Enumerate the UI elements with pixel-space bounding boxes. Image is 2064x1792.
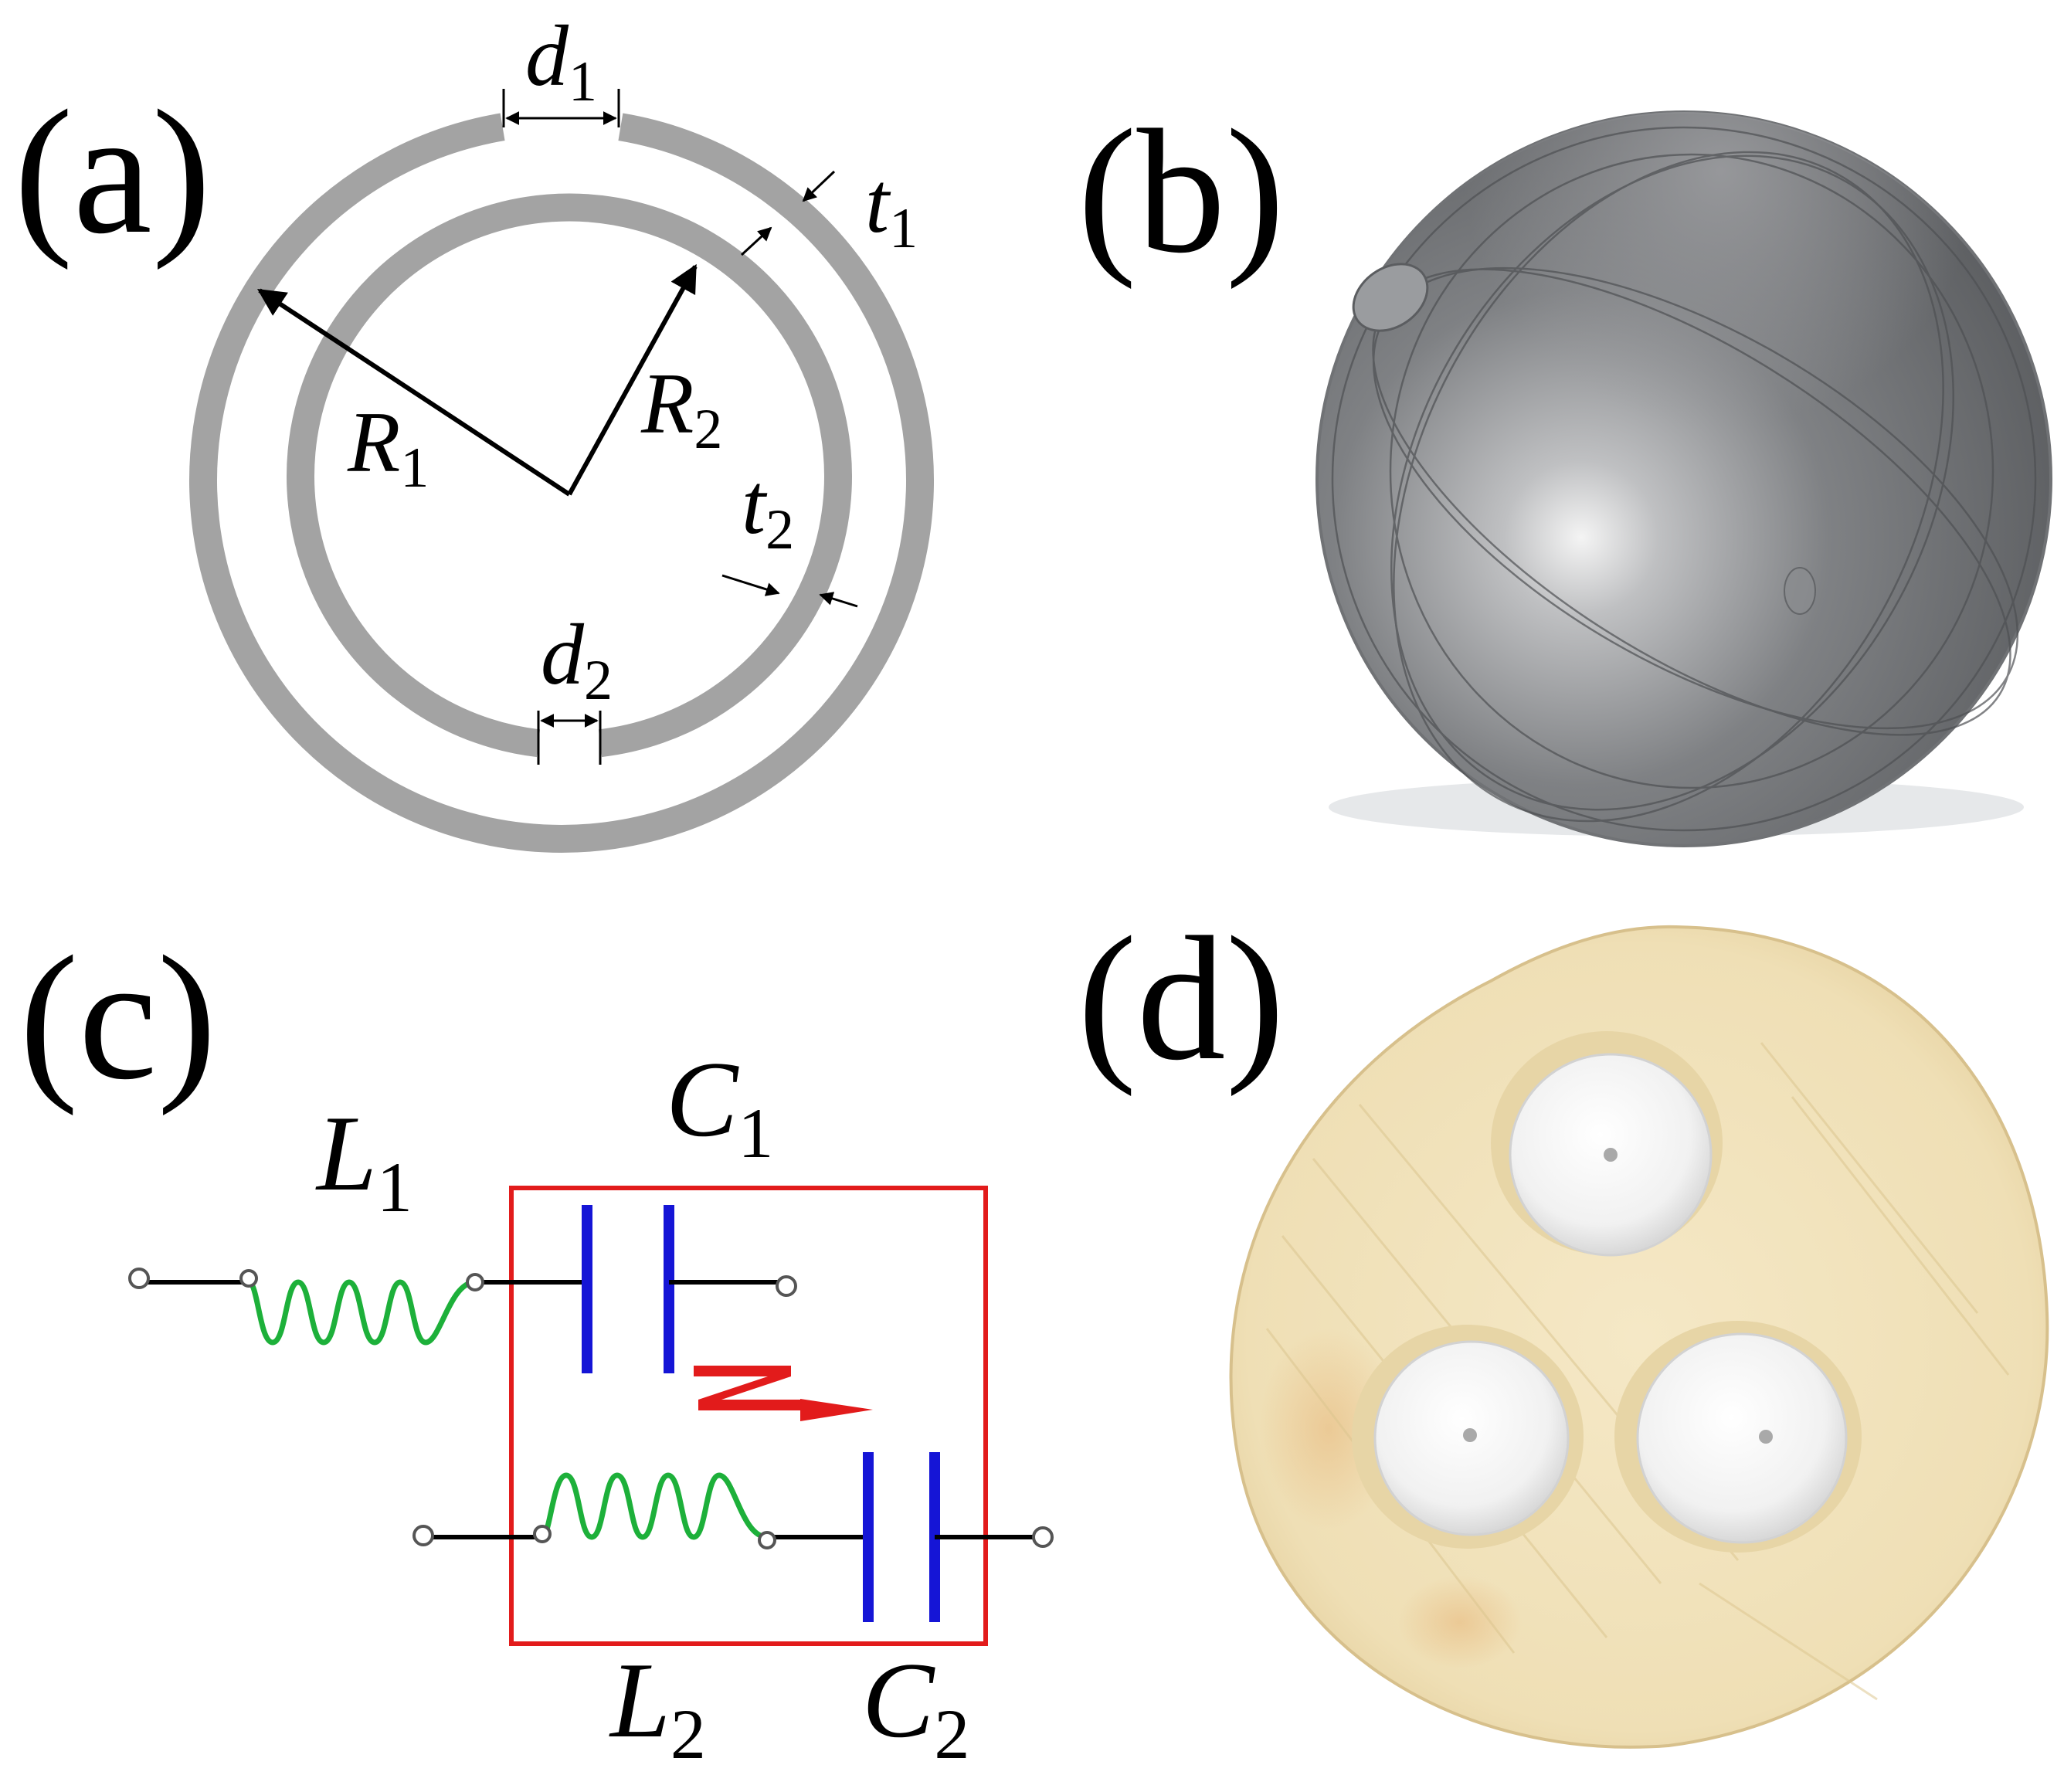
ball-right-hole — [1759, 1430, 1773, 1444]
t2-dimension: t2 — [721, 456, 858, 608]
inductor-l2 — [540, 1472, 768, 1540]
ball-top-hole — [1604, 1148, 1618, 1162]
outer-ring — [189, 113, 934, 853]
ball-left-hole — [1463, 1428, 1477, 1442]
panel-c: (c) L — [19, 919, 1054, 1773]
coupling-box — [509, 1186, 988, 1646]
ball-right — [1636, 1332, 1848, 1544]
sphere-top-shade — [1317, 112, 2051, 846]
sphere-hole-left — [1352, 263, 1429, 332]
t1-dimension: t1 — [740, 155, 918, 260]
sphere-hole-right — [1784, 567, 1816, 615]
d1-dimension: d1 — [502, 8, 620, 127]
foam-stain-bottom — [1398, 1576, 1522, 1668]
r1-label: R1 — [347, 395, 429, 500]
panel-a: (a) d1 t1 R1 R2 t2 — [14, 8, 934, 853]
r2-label: R2 — [640, 356, 722, 461]
coupling-arrow — [694, 1366, 873, 1421]
panel-a-label: (a) — [14, 73, 211, 270]
panel-b: (b) — [1078, 93, 2052, 847]
panel-b-label: (b) — [1078, 93, 1285, 290]
r1-arrow — [256, 288, 571, 497]
r2-arrow — [567, 263, 698, 496]
inductor-l1 — [247, 1279, 476, 1346]
panel-d-label: (d) — [1078, 900, 1285, 1097]
c2-label: C2 — [862, 1641, 969, 1773]
inner-ring — [287, 193, 852, 758]
t2-label: t2 — [742, 456, 794, 562]
l2-label: L2 — [609, 1641, 706, 1773]
d2-label: d2 — [541, 607, 613, 712]
c1-label: C1 — [666, 1040, 773, 1173]
terminals — [128, 1268, 1054, 1549]
panel-d: (d) — [1078, 900, 2049, 1749]
d2-dimension: d2 — [537, 607, 613, 765]
t1-label: t1 — [865, 155, 918, 260]
d1-label: d1 — [525, 8, 597, 114]
l1-label: L1 — [315, 1094, 412, 1227]
panel-c-label: (c) — [19, 919, 216, 1116]
